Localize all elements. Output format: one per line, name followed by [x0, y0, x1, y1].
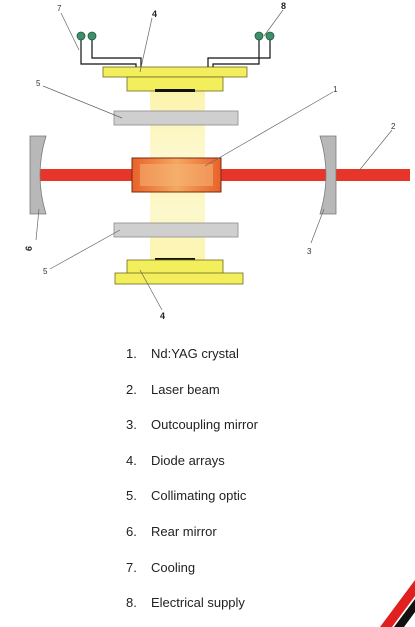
callout-4-top: 4 — [152, 9, 157, 19]
cooling-wire-left-a — [80, 40, 137, 67]
legend: 1. Nd:YAG crystal 2. Laser beam 3. Outcoupl… — [126, 340, 386, 625]
legend-label: Outcoupling mirror — [151, 417, 258, 433]
diode-array-bottom-base — [114, 272, 244, 285]
supply-wire-right-b — [207, 40, 271, 67]
diode-emitter-bottom — [155, 258, 195, 261]
diode-array-top-body — [126, 76, 224, 92]
terminal-left-1 — [76, 31, 86, 41]
cooling-wire-left-b — [91, 40, 142, 67]
legend-item-laser-beam: 2. Laser beam — [126, 376, 386, 412]
leader-1 — [204, 91, 334, 167]
crystal-core — [140, 164, 213, 186]
legend-item-cooling: 7. Cooling — [126, 554, 386, 590]
terminal-right-2 — [265, 31, 275, 41]
callout-1: 1 — [333, 85, 338, 94]
logo-stripe-black — [394, 599, 415, 627]
rear-mirror — [29, 135, 47, 215]
laser-beam — [40, 169, 410, 181]
legend-number: 3. — [126, 417, 137, 433]
callout-6: 6 — [23, 245, 34, 252]
legend-label: Laser beam — [151, 381, 220, 397]
legend-item-diode-arrays: 4. Diode arrays — [126, 447, 386, 483]
logo-stripe-red — [380, 580, 415, 627]
legend-number: 8. — [126, 595, 137, 611]
leader-8 — [263, 9, 284, 37]
legend-label: Electrical supply — [151, 595, 245, 611]
legend-item-electrical-supply: 8. Electrical supply — [126, 589, 386, 625]
legend-item-rear-mirror: 6. Rear mirror — [126, 518, 386, 554]
leader-7 — [60, 12, 80, 51]
legend-label: Collimating optic — [151, 488, 247, 504]
legend-number: 5. — [126, 488, 137, 504]
legend-number: 1. — [126, 346, 137, 361]
collimating-optic-top — [113, 110, 239, 126]
leader-5-bottom — [49, 229, 121, 270]
legend-item-outcoupling-mirror: 3. Outcoupling mirror — [126, 411, 386, 447]
leader-6 — [35, 208, 40, 241]
terminal-right-1 — [254, 31, 264, 41]
leader-4-bottom — [139, 269, 163, 311]
terminal-left-2 — [87, 31, 97, 41]
callout-5-top: 5 — [36, 79, 41, 88]
legend-label: Diode arrays — [151, 452, 225, 468]
callout-2: 2 — [391, 122, 396, 131]
leader-3 — [310, 208, 325, 244]
legend-number: 7. — [126, 559, 137, 575]
callout-7: 7 — [57, 4, 62, 13]
leader-lines — [35, 9, 393, 311]
leader-4-top — [139, 17, 153, 73]
callout-8: 8 — [281, 1, 286, 11]
legend-label: Cooling — [151, 559, 196, 575]
collimating-optic-bottom — [113, 222, 239, 238]
legend-item-crystal: 1. Nd:YAG crystal — [126, 340, 386, 376]
leader-5-top — [42, 85, 123, 119]
supply-wire-right-a — [212, 40, 260, 67]
callout-3: 3 — [307, 247, 312, 256]
legend-number: 2. — [126, 381, 137, 397]
legend-label: Rear mirror — [151, 523, 217, 539]
leader-2 — [357, 129, 393, 173]
legend-number: 4. — [126, 452, 137, 468]
outcoupling-mirror — [319, 135, 337, 215]
diode-array-top-base — [102, 66, 248, 78]
callout-5-bottom: 5 — [43, 267, 48, 276]
diode-emitter-top — [155, 89, 195, 92]
callout-4-bottom: 4 — [160, 311, 165, 321]
legend-label: Nd:YAG crystal — [151, 346, 239, 361]
legend-number: 6. — [126, 523, 137, 539]
legend-item-collimating-optic: 5. Collimating optic — [126, 482, 386, 518]
